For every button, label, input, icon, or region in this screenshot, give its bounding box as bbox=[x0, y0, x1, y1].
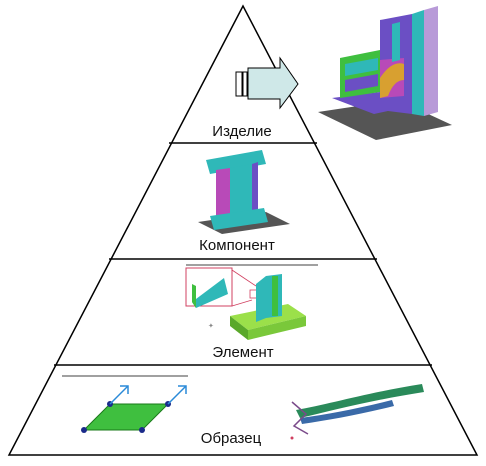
specimen-crack-model bbox=[290, 384, 424, 440]
arrow-icon bbox=[109, 385, 187, 405]
level-label-product: Изделие bbox=[212, 123, 271, 140]
specimen-plate-model bbox=[62, 375, 188, 433]
component-3d-model bbox=[198, 150, 290, 234]
level-label-component: Компонент bbox=[199, 237, 275, 254]
level-label-specimen: Образец bbox=[201, 430, 262, 447]
right-arrow-icon bbox=[235, 56, 299, 110]
svg-text:✦: ✦ bbox=[208, 322, 214, 330]
element-3d-model: ✦ bbox=[185, 264, 318, 340]
product-3d-model bbox=[318, 6, 452, 140]
level-label-element: Элемент bbox=[212, 344, 273, 361]
